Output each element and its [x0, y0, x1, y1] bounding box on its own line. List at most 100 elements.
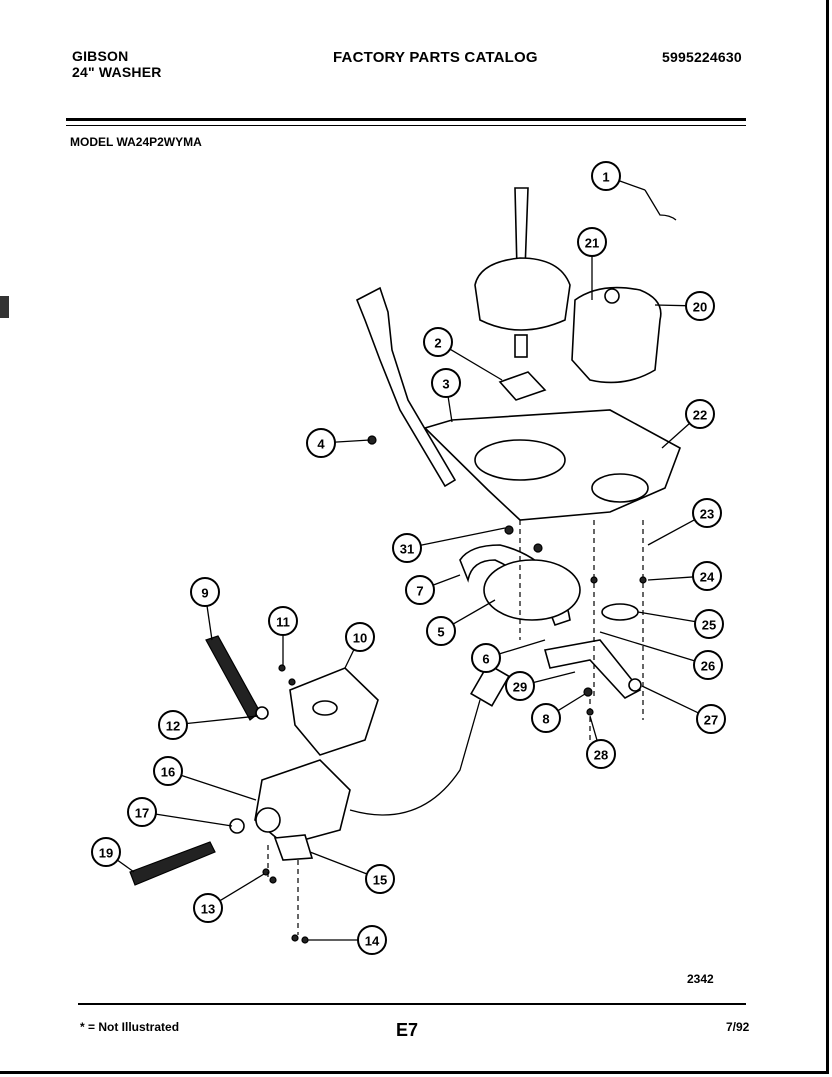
callout-24-circle [692, 561, 722, 591]
fastener [301, 936, 309, 944]
callout-6: 6 [471, 643, 501, 673]
callout-7-circle [405, 575, 435, 605]
binding-edge-mark [0, 296, 9, 318]
callout-14: 14 [357, 925, 387, 955]
callout-13-leader [219, 873, 265, 902]
page-number: E7 [396, 1020, 419, 1040]
callout-9-leader [206, 605, 213, 641]
callout-11-label: 11 [276, 615, 290, 630]
callout-24-label: 24 [700, 570, 715, 585]
callout-23: 23 [692, 498, 722, 528]
product-type: 24" WASHER [72, 64, 162, 80]
callout-12-label: 12 [166, 719, 180, 734]
callout-3: 3 [431, 368, 461, 398]
pump-cover-port [312, 700, 338, 716]
callout-7-leader [432, 574, 461, 586]
callout-10-label: 10 [353, 631, 367, 646]
callout-23-label: 23 [700, 507, 714, 522]
pump-bracket [273, 834, 314, 861]
callout-19-label: 19 [99, 846, 113, 861]
callout-24: 24 [692, 561, 722, 591]
callout-29: 29 [505, 671, 535, 701]
callout-1-circle [591, 161, 621, 191]
callout-25: 25 [694, 609, 724, 639]
callout-4-label: 4 [317, 437, 325, 452]
revision-date: 7/92 [726, 1020, 750, 1034]
callout-22: 22 [685, 399, 715, 429]
callout-7-label: 7 [416, 584, 423, 599]
callout-1-label: 1 [602, 170, 609, 185]
callout-3-label: 3 [442, 377, 449, 392]
callout-28-leader [589, 715, 598, 741]
callout-16-label: 16 [161, 765, 175, 780]
callout-13: 13 [193, 893, 223, 923]
callout-2-circle [423, 327, 453, 357]
hose-clamp [229, 818, 245, 834]
callout-26-label: 26 [701, 659, 715, 674]
callout-9: 9 [190, 577, 220, 607]
pump-inlet [255, 807, 281, 833]
callout-17: 17 [127, 797, 157, 827]
callout-9-label: 9 [201, 586, 208, 601]
header-rule-thick [66, 118, 746, 121]
callout-11-circle [268, 606, 298, 636]
callout-25-label: 25 [702, 618, 716, 633]
callout-8-label: 8 [542, 712, 549, 727]
callout-31-label: 31 [400, 542, 414, 557]
callout-12-circle [158, 710, 188, 740]
callout-6-leader [499, 639, 546, 655]
callout-16: 16 [153, 756, 183, 786]
idler-arm [543, 639, 642, 699]
callout-28: 28 [586, 739, 616, 769]
callout-15: 15 [365, 864, 395, 894]
fastener [278, 664, 286, 672]
callout-3-leader [447, 396, 453, 423]
callout-20: 20 [685, 291, 715, 321]
callout-2: 2 [423, 327, 453, 357]
fastener [533, 543, 543, 553]
callout-5-circle [426, 616, 456, 646]
callout-23-circle [692, 498, 722, 528]
callout-4-circle [306, 428, 336, 458]
callout-11: 11 [268, 606, 298, 636]
service-tool [644, 189, 677, 221]
callout-14-circle [357, 925, 387, 955]
callout-1: 1 [591, 161, 621, 191]
callout-15-circle [365, 864, 395, 894]
callout-6-circle [471, 643, 501, 673]
base-plate-opening [591, 473, 649, 503]
callout-16-circle [153, 756, 183, 786]
callout-27-circle [696, 704, 726, 734]
side-bracket [355, 286, 457, 488]
callout-17-label: 17 [135, 806, 149, 821]
drive-pulley [483, 559, 581, 621]
callout-25-leader [637, 611, 696, 623]
footer-rule [78, 1003, 746, 1005]
callout-8: 8 [531, 703, 561, 733]
callout-15-leader [309, 851, 368, 875]
callout-2-label: 2 [434, 336, 441, 351]
callout-3-circle [431, 368, 461, 398]
callout-4: 4 [306, 428, 336, 458]
motor [571, 286, 662, 384]
callout-20-circle [685, 291, 715, 321]
callout-28-label: 28 [594, 748, 608, 763]
callout-7: 7 [405, 575, 435, 605]
callout-27: 27 [696, 704, 726, 734]
callout-17-circle [127, 797, 157, 827]
callout-29-circle [505, 671, 535, 701]
header-rule-thin [66, 125, 746, 126]
callout-17-leader [155, 813, 233, 827]
callout-26: 26 [693, 650, 723, 680]
callout-31-leader [420, 527, 506, 546]
callout-21-circle [577, 227, 607, 257]
callout-2-leader [449, 348, 503, 381]
catalog-title: FACTORY PARTS CATALOG [333, 49, 538, 66]
fastener [291, 934, 299, 942]
callout-8-leader [557, 693, 586, 712]
fastener [590, 576, 598, 584]
pump-hose-upper [205, 635, 261, 721]
callout-28-circle [586, 739, 616, 769]
callout-21-label: 21 [585, 236, 599, 251]
